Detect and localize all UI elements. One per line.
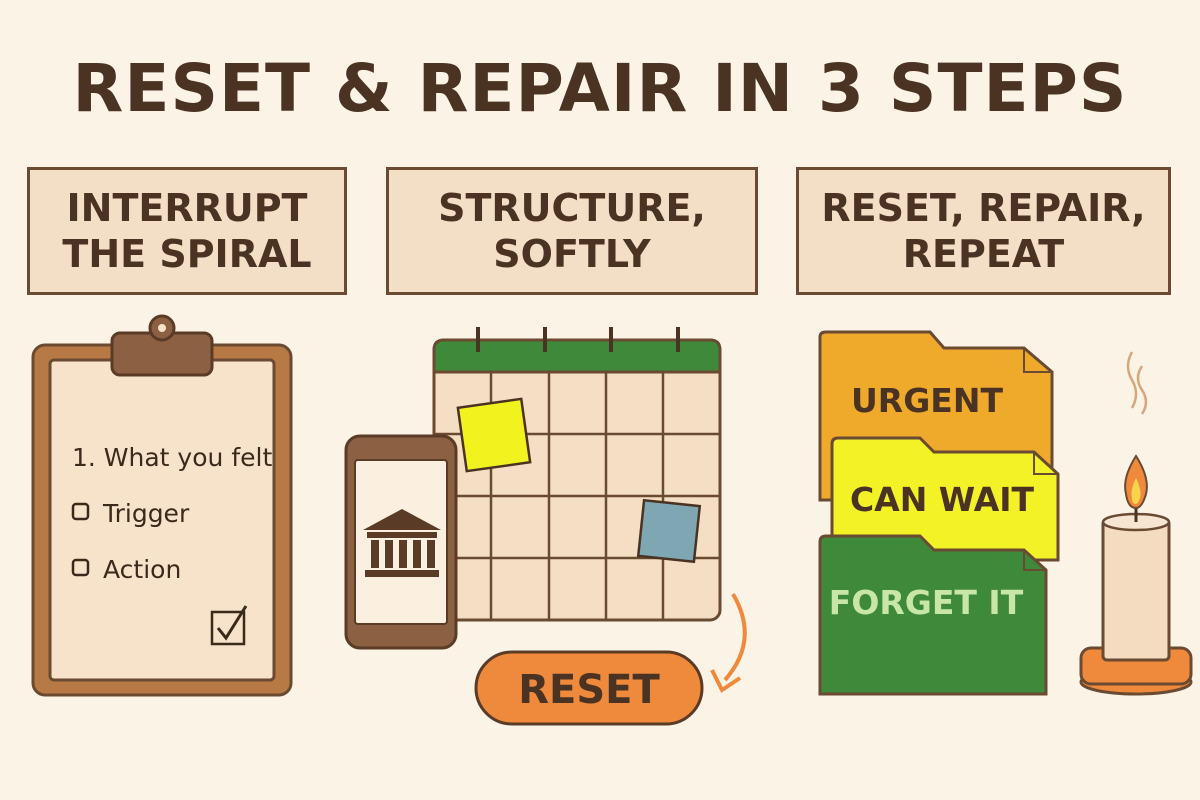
sticky-note-yellow [456, 397, 532, 473]
folder-forget-it: FORGET IT [818, 534, 1048, 696]
step-1-label: INTERRUPT THE SPIRAL [62, 186, 312, 276]
calendar-icon [432, 327, 722, 622]
clipboard-item-1: Trigger [102, 499, 190, 528]
folder-can-wait: CAN WAIT [830, 436, 1060, 562]
reset-button[interactable]: RESET [474, 650, 704, 726]
bank-icon [363, 509, 441, 577]
clipboard-item-2: Action [103, 555, 181, 584]
folder-urgent-label: URGENT [851, 381, 1003, 420]
curved-arrow-icon [723, 592, 747, 682]
step-3-box: RESET, REPAIR, REPEAT [796, 167, 1171, 295]
phone-icon [344, 434, 458, 650]
checkbox-icon [71, 502, 90, 521]
reset-button-label: RESET [518, 667, 660, 713]
checkmark-icon [210, 605, 248, 646]
checkbox-icon [71, 558, 90, 577]
candle-icon [1079, 351, 1193, 696]
step-2-box: STRUCTURE, SOFTLY [386, 167, 758, 295]
clipboard-icon: 1. What you felt Trigger Action [31, 314, 293, 697]
arrow-head-icon [710, 669, 742, 693]
step-2-label: STRUCTURE, SOFTLY [438, 186, 706, 276]
sticky-note-blue [636, 498, 702, 564]
page-title: RESET & REPAIR IN 3 STEPS [72, 50, 1128, 127]
folder-forget-it-label: FORGET IT [829, 583, 1024, 622]
clipboard-line-1: 1. What you felt [72, 443, 272, 472]
step-1-box: INTERRUPT THE SPIRAL [27, 167, 347, 295]
folder-can-wait-label: CAN WAIT [850, 480, 1035, 519]
step-3-label: RESET, REPAIR, REPEAT [821, 186, 1146, 276]
